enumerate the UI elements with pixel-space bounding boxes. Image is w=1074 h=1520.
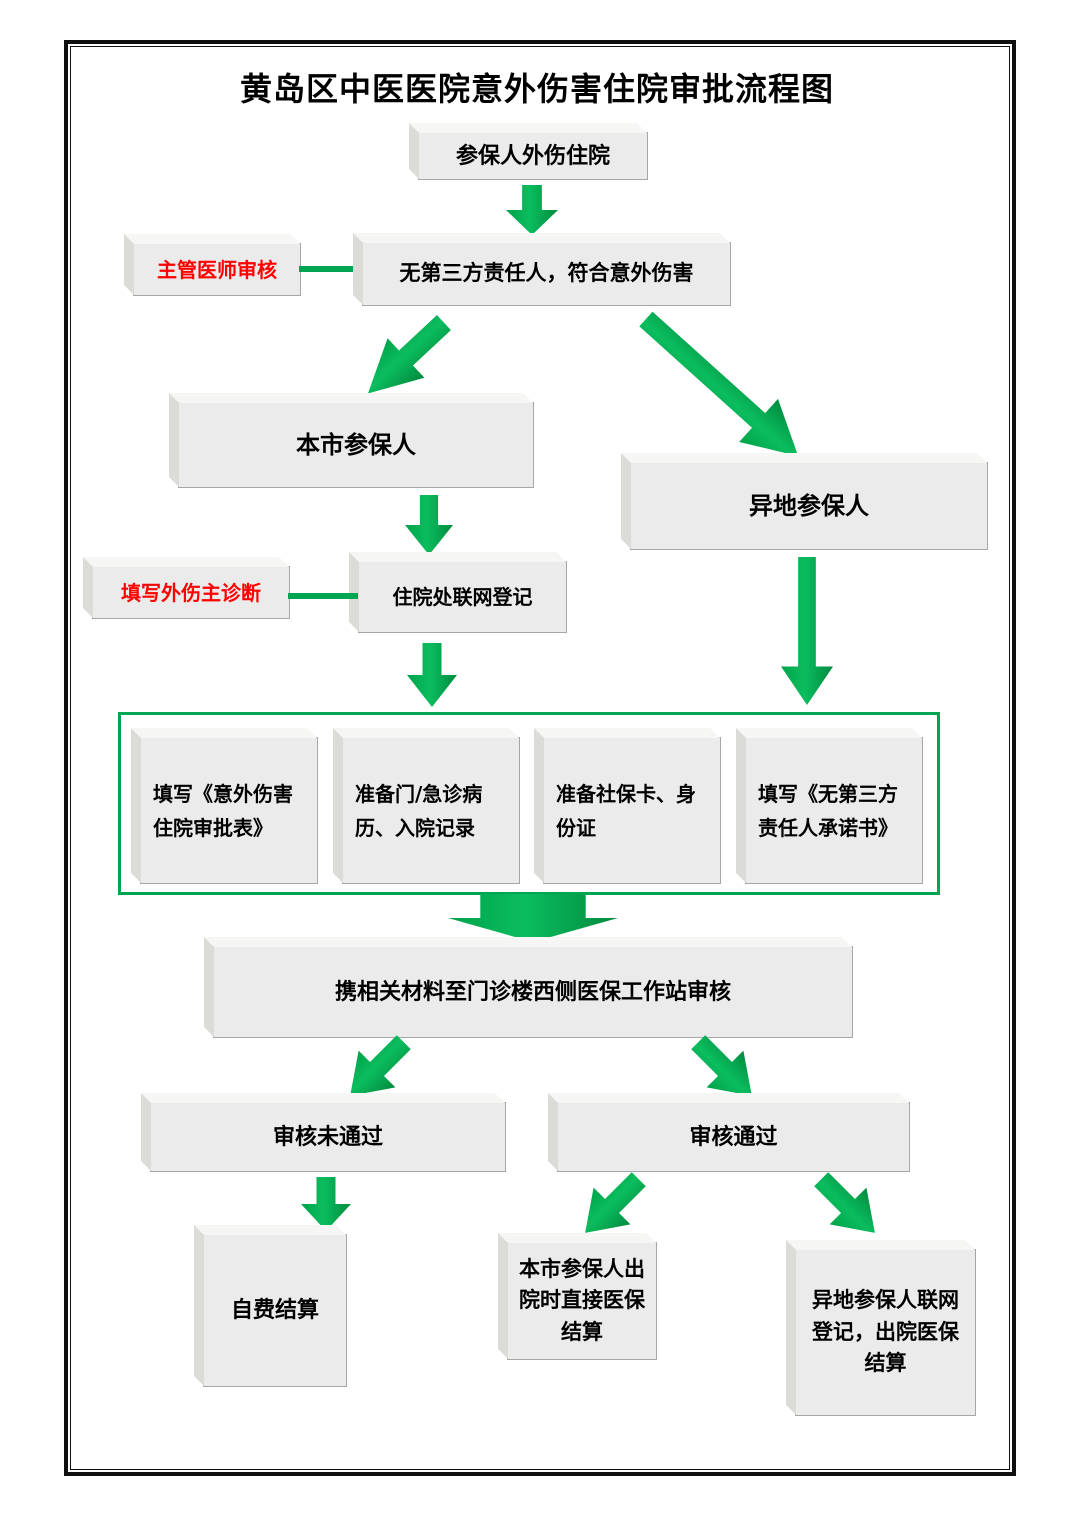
node-material-id-cards: 准备社保卡、身份证 bbox=[543, 737, 721, 884]
node-online-registration: 住院处联网登记 bbox=[358, 561, 567, 633]
node-local-insured: 本市参保人 bbox=[178, 402, 534, 488]
node-remote-settlement: 异地参保人联网登记，出院医保结算 bbox=[795, 1249, 976, 1416]
connector-supervisor bbox=[299, 266, 364, 272]
page-frame-inner bbox=[70, 46, 1010, 1470]
label-fill-diagnosis: 填写外伤主诊断 bbox=[92, 566, 290, 619]
node-review-passed: 审核通过 bbox=[557, 1102, 910, 1172]
node-material-medical-records: 准备门/急诊病历、入院记录 bbox=[342, 737, 520, 884]
page-frame bbox=[64, 40, 1016, 1476]
node-review-failed: 审核未通过 bbox=[150, 1102, 506, 1172]
node-no-third-party: 无第三方责任人，符合意外伤害 bbox=[362, 242, 731, 306]
materials-group bbox=[118, 712, 940, 895]
connector-diagnosis bbox=[288, 593, 358, 599]
node-start: 参保人外伤住院 bbox=[418, 132, 648, 180]
node-material-approval-form: 填写《意外伤害住院审批表》 bbox=[140, 737, 318, 884]
label-supervisor-review: 主管医师审核 bbox=[133, 243, 301, 296]
node-workstation-review: 携相关材料至门诊楼西侧医保工作站审核 bbox=[213, 946, 853, 1038]
node-local-settlement: 本市参保人出院时直接医保结算 bbox=[507, 1242, 657, 1360]
flowchart-title: 黄岛区中医医院意外伤害住院审批流程图 bbox=[239, 70, 834, 108]
node-material-commitment-letter: 填写《无第三方责任人承诺书》 bbox=[745, 737, 923, 884]
node-remote-insured: 异地参保人 bbox=[630, 462, 988, 550]
node-self-pay: 自费结算 bbox=[203, 1234, 347, 1387]
